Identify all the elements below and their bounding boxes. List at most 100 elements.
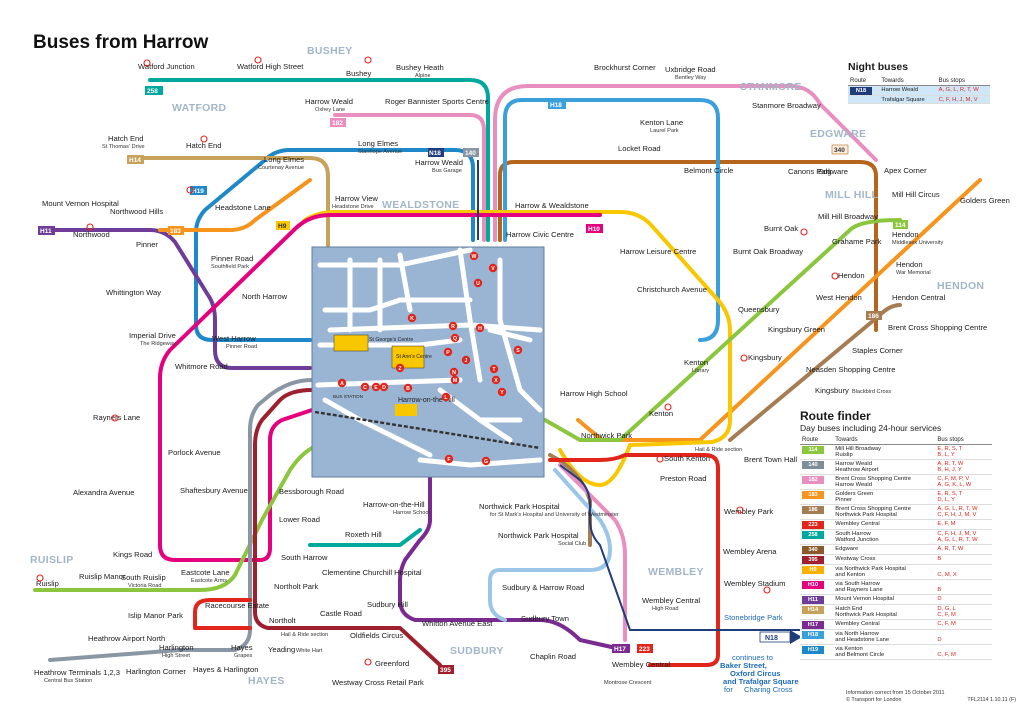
harrow-station-marker (395, 404, 417, 416)
bus-stop-letter: G (484, 459, 488, 465)
stops-text: E, R, S, T (937, 445, 963, 452)
stop-bushey: Bushey (346, 69, 372, 78)
stop-wembley-arena: Wembley Arena (723, 547, 777, 556)
stops-text: E, R, S, T (937, 490, 963, 497)
stop-watford-high-street: Watford High Street (237, 62, 304, 71)
stop-kingsbury-green: Kingsbury Green (768, 325, 825, 334)
towards-text: Ruislip (835, 451, 853, 458)
badge-N18 (428, 148, 444, 157)
bus-stop-letter: U (476, 281, 480, 287)
towards-text: Westway Cross (835, 555, 876, 562)
stop-canons-park: Canons Park (788, 167, 832, 176)
svg-text:186: 186 (868, 313, 879, 320)
svg-text:N18: N18 (765, 635, 778, 642)
stop-whittington-way: Whittington Way (106, 288, 161, 297)
stop-stonebridge-park: Stonebridge Park (724, 613, 783, 622)
stop-south-harrow: South Harrow (281, 553, 328, 562)
stop-charing-cross: Charing Cross (744, 685, 793, 694)
stop-alexandra-avenue: Alexandra Avenue (73, 488, 135, 497)
table-row: N18 Harrow Weald A, G, L, R, T, W (848, 85, 990, 96)
route-badge: H18 (802, 630, 824, 639)
stop-harrow-school: Harrow School (393, 510, 430, 516)
stop-war-memorial: War Memorial (896, 270, 931, 276)
bus-stop-letter: X (494, 378, 498, 384)
stop-harrow-wealdstone: Harrow & Wealdstone (515, 201, 589, 210)
bus-stop-marker (497, 387, 507, 397)
area-ruislip: RUISLIP (30, 554, 74, 566)
stop-northolt: Northolt (269, 616, 296, 625)
stop-harrow-view: Harrow View (335, 194, 378, 203)
stop-kenton: Kenton (684, 358, 708, 367)
bus-stop-marker (488, 263, 498, 273)
underground-icon (143, 59, 151, 67)
stop-racecourse: Racecourse Estate (205, 601, 269, 610)
towards-text: via Kenton (835, 645, 863, 652)
svg-text:114: 114 (895, 222, 906, 229)
route-182-line (333, 84, 878, 242)
underground-icon (200, 135, 208, 143)
stop-queensbury: Queensbury (738, 305, 780, 314)
stop-nph-sub: for St Mark's Hospital and University of… (490, 512, 619, 518)
stop-eastcote-lane: Eastcote Lane (181, 568, 230, 577)
stop-headstone-lane: Headstone Lane (215, 203, 271, 212)
stop-headstone-drive: Headstone Drive (332, 204, 374, 210)
bus-stop-marker (461, 355, 471, 365)
area-wealdstone: WEALDSTONE (382, 199, 459, 211)
stop-whitton-avenue: Whitton Avenue East (422, 619, 493, 628)
bus-stop-marker (469, 251, 479, 261)
stop-pinner-road: Pinner Road (211, 254, 253, 263)
stop-labels: Watford Junction Watford High Street Bus… (34, 62, 1010, 694)
route-395-line (253, 388, 442, 667)
underground-icon (364, 658, 372, 666)
area-bushey: BUSHEY (307, 45, 353, 57)
bus-stop-marker (481, 456, 491, 466)
stops-text: C, M, X (937, 572, 957, 578)
stop-stanmore-broadway: Stanmore Broadway (752, 101, 821, 110)
bus-stop-marker (337, 378, 347, 388)
stop-kingsbury: Kingsbury (748, 353, 782, 362)
stops-text: D, L, Y (937, 497, 956, 503)
stop-greenford: Greenford (375, 659, 409, 668)
route-hail-ride-loop (193, 598, 252, 630)
night-buses-table: Route Towards Bus stops N18 Harrow Weald… (848, 77, 990, 104)
stop-high-road: High Road (652, 606, 678, 612)
badge-H17 (612, 644, 630, 653)
route-H10-line (158, 213, 602, 562)
svg-text:183: 183 (170, 228, 181, 235)
night-buses-heading: Night buses (848, 61, 909, 73)
stop-kings-road: Kings Road (113, 550, 152, 559)
badge-H14 (127, 155, 144, 164)
stop-kenton-lane: Kenton Lane (640, 118, 683, 127)
stops-text: C, F, M (937, 620, 956, 627)
stop-northwick-park: Northwick Park (581, 431, 632, 440)
stop-stanhope-avenue: Stanhope Avenue (358, 149, 402, 155)
area-hayes: HAYES (248, 675, 285, 687)
route-badge: 182 (802, 475, 824, 484)
badge-H9 (276, 221, 290, 230)
towards-text: Brent Cross Shopping Centre (835, 475, 912, 482)
bus-stop-marker (395, 363, 405, 373)
col-towards: Towards (879, 77, 937, 86)
bus-stop-letter: B (406, 386, 410, 392)
stop-roger-bannister: Roger Bannister Sports Centre (385, 97, 489, 106)
stop-hail-ride2: Hail & Ride section (281, 632, 328, 638)
route-badge: N18 (850, 86, 872, 95)
footer-code: TFL2114 1.10.11 (F) (967, 697, 1016, 703)
stop-burnt-oak-broadway: Burnt Oak Broadway (733, 247, 803, 256)
bus-stop-marker (441, 392, 451, 402)
stop-wembley-stadium: Wembley Stadium (724, 579, 785, 588)
stop-castle-road: Castle Road (320, 609, 362, 618)
stops-text: C, F, M (937, 612, 956, 618)
stops-text: B (937, 555, 942, 562)
area-mill-hill: MILL HILL (825, 189, 879, 201)
col-route: Route (848, 77, 880, 86)
st-anns-label: St Ann's Centre (396, 354, 432, 360)
stops-text: C, F, H, J, M, V (937, 530, 977, 537)
stop-northolt-park: Northolt Park (274, 582, 319, 591)
badge-258 (145, 86, 163, 95)
